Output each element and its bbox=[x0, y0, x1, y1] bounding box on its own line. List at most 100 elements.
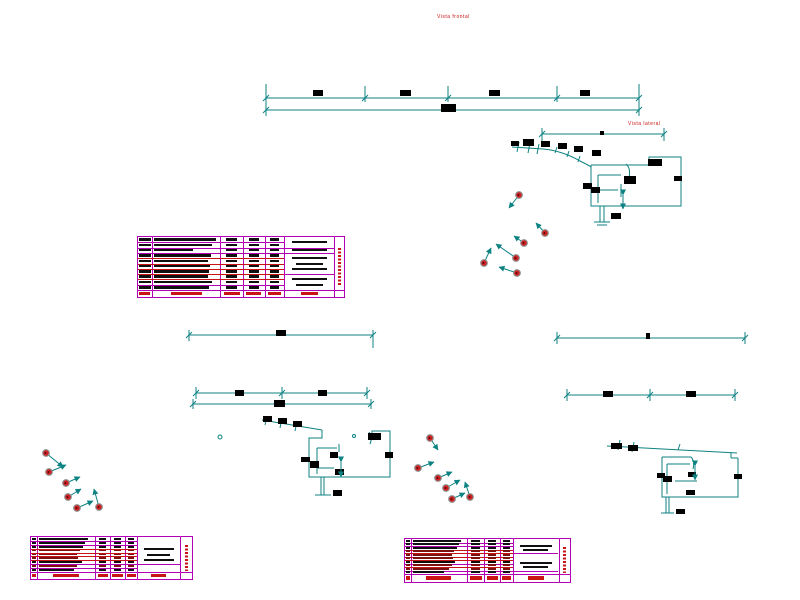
item-number bbox=[406, 567, 410, 570]
description-text bbox=[39, 541, 86, 544]
dimension-line bbox=[536, 143, 540, 155]
balloon-number bbox=[450, 498, 453, 500]
part-outline bbox=[690, 456, 695, 470]
item-number bbox=[32, 557, 36, 560]
description-text bbox=[153, 275, 209, 278]
header-label bbox=[246, 292, 262, 296]
qtext-block bbox=[541, 141, 550, 147]
cell-value bbox=[503, 557, 510, 560]
oblique-tick bbox=[262, 106, 270, 114]
side-label-vertical bbox=[562, 546, 566, 574]
cell-value bbox=[488, 567, 496, 570]
group-line bbox=[284, 247, 335, 249]
qtext-block bbox=[558, 143, 567, 149]
description-text bbox=[412, 553, 452, 556]
description-text bbox=[153, 254, 211, 257]
oblique-tick bbox=[189, 400, 197, 408]
row-line bbox=[138, 242, 285, 244]
row-line bbox=[405, 553, 514, 554]
qtext-block bbox=[385, 452, 393, 458]
part-outline bbox=[308, 430, 391, 478]
note-text bbox=[519, 544, 552, 547]
header-label bbox=[486, 576, 498, 580]
cell-value bbox=[503, 560, 510, 563]
note-text bbox=[523, 548, 549, 551]
cell-value bbox=[128, 545, 135, 548]
balloon-number bbox=[428, 437, 431, 439]
header-label bbox=[170, 292, 202, 296]
cell-value bbox=[226, 275, 238, 278]
balloon-number bbox=[75, 507, 78, 509]
header-line bbox=[405, 574, 570, 575]
cell-value bbox=[113, 569, 122, 571]
description-text bbox=[153, 248, 193, 252]
description-text bbox=[39, 557, 79, 560]
qtext-block bbox=[441, 104, 456, 112]
description-text bbox=[412, 543, 459, 546]
description-text bbox=[153, 243, 212, 247]
description-text bbox=[412, 560, 456, 563]
cell-value bbox=[248, 270, 260, 273]
cell-value bbox=[99, 561, 107, 564]
oblique-tick bbox=[660, 130, 668, 138]
cell-value bbox=[99, 549, 107, 552]
group-line bbox=[137, 564, 180, 566]
item-number bbox=[32, 569, 36, 571]
header-label bbox=[426, 576, 452, 580]
qtext-block bbox=[646, 333, 650, 339]
qtext-block bbox=[274, 400, 285, 407]
cell-value bbox=[113, 549, 122, 552]
cell-value bbox=[128, 569, 135, 571]
item-number bbox=[139, 248, 151, 252]
balloon-number bbox=[66, 496, 69, 498]
description-text bbox=[412, 539, 461, 542]
row-line bbox=[31, 544, 138, 546]
side-label-vertical bbox=[337, 247, 341, 285]
row-line bbox=[405, 567, 514, 568]
column-line bbox=[179, 537, 181, 579]
item-number bbox=[406, 560, 410, 563]
cell-value bbox=[488, 553, 496, 556]
cell-value bbox=[226, 243, 238, 247]
item-number bbox=[139, 238, 151, 241]
oblique-tick bbox=[635, 94, 643, 102]
qtext-block bbox=[263, 416, 272, 422]
cell-value bbox=[488, 543, 496, 546]
cell-value bbox=[269, 286, 280, 289]
cell-value bbox=[226, 280, 238, 284]
header-label bbox=[112, 574, 123, 578]
cell-value bbox=[99, 545, 107, 548]
item-number bbox=[139, 259, 151, 263]
item-number bbox=[32, 538, 36, 540]
oblique-tick bbox=[635, 106, 643, 114]
item-number bbox=[32, 561, 36, 564]
column-line bbox=[37, 537, 38, 579]
cell-value bbox=[269, 264, 280, 268]
parts-table-2 bbox=[30, 536, 193, 580]
oblique-tick bbox=[563, 391, 571, 399]
cell-value bbox=[503, 567, 510, 570]
qtext-block bbox=[310, 461, 319, 468]
row-line bbox=[138, 284, 285, 286]
balloon-number bbox=[416, 467, 419, 469]
item-number bbox=[406, 539, 410, 542]
oblique-tick bbox=[731, 391, 739, 399]
description-text bbox=[153, 259, 209, 263]
row-line bbox=[138, 263, 285, 265]
balloon-number bbox=[514, 257, 517, 259]
note-text bbox=[143, 548, 174, 551]
qtext-block bbox=[301, 457, 310, 462]
cell-value bbox=[113, 538, 122, 540]
qtext-block bbox=[400, 90, 411, 96]
header-label bbox=[267, 292, 282, 296]
header-label bbox=[501, 576, 512, 580]
description-text bbox=[153, 238, 216, 241]
item-number bbox=[32, 565, 36, 568]
cell-value bbox=[113, 565, 122, 568]
description-text bbox=[412, 546, 457, 549]
cell-value bbox=[248, 243, 260, 247]
cell-value bbox=[269, 248, 280, 252]
cell-value bbox=[471, 564, 480, 567]
cell-value bbox=[471, 539, 480, 542]
cell-value bbox=[128, 549, 135, 552]
